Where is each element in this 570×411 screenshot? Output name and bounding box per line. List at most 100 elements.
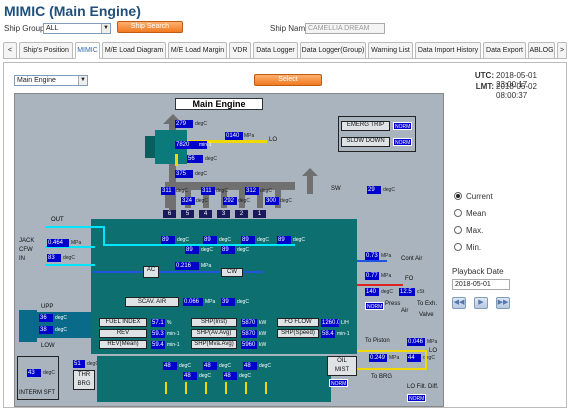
upp-label: UPP: [41, 304, 54, 310]
rev-label: REV: [99, 329, 147, 338]
sw-temp: 29: [367, 186, 381, 194]
radio-label-mean: Mean: [466, 209, 487, 218]
cfw-label: CFW: [19, 247, 33, 253]
tc-rpm: 7820: [175, 141, 207, 149]
lo-filt-status: NORM: [407, 394, 427, 402]
press-air-status: NORM: [365, 302, 385, 310]
tc-inlet-temp: 375: [175, 170, 193, 178]
shp-speed-value: 58.4: [321, 330, 335, 338]
fast-forward-icon[interactable]: ▶▶: [496, 297, 510, 309]
lmt-label: LMT:: [475, 82, 494, 91]
view-select[interactable]: Main Engine▼: [14, 75, 88, 86]
cw-temp-2: 89: [185, 246, 199, 254]
tab-next[interactable]: >: [557, 42, 567, 59]
lo-filt-diff-label: LO Filt. Diff.: [407, 384, 439, 390]
tab-data-import-history[interactable]: Data Import History: [415, 42, 481, 59]
brg-temp-4: 48: [183, 372, 197, 380]
radio-mean[interactable]: [454, 209, 462, 217]
tab-vdr[interactable]: VDR: [229, 42, 251, 59]
brg-temp-3: 48: [243, 362, 257, 370]
exh-temp-4: 311: [201, 187, 215, 195]
oil-mist-status: NORM: [329, 379, 349, 387]
tab-data-logger[interactable]: Data Logger: [253, 42, 298, 59]
cylinder-6: 6: [163, 210, 176, 218]
ship-search-button[interactable]: Ship Search: [117, 21, 183, 33]
lo-label: LO: [269, 137, 278, 143]
rewind-icon[interactable]: ◀◀: [452, 297, 466, 309]
sw-label: SW: [331, 186, 341, 192]
play-icon[interactable]: ▶: [474, 297, 488, 309]
to-exh-valve-label: Valve: [419, 312, 434, 318]
tab-mimic[interactable]: MIMIC: [75, 42, 100, 59]
fuel-index-label: FUEL INDEX: [99, 318, 147, 327]
tab-prev[interactable]: <: [3, 42, 17, 59]
shp-mva-value: 5960: [241, 341, 257, 349]
utc-label: UTC:: [474, 71, 494, 80]
tc-lo-press: 0140: [225, 132, 243, 140]
tab-warning-list[interactable]: Warning List: [368, 42, 413, 59]
cylinder-1: 1: [253, 210, 266, 218]
tab-me-load-margin[interactable]: M/E Load Margin: [168, 42, 227, 59]
brg-lo-press: 0.249: [369, 354, 387, 362]
ship-group-select[interactable]: ALL▼: [43, 23, 111, 34]
fo-label: FO: [405, 276, 414, 282]
air-cooler: AC: [143, 266, 159, 278]
tab-ships-position[interactable]: Ship's Position: [19, 42, 73, 59]
tab-ablog[interactable]: ABLOG: [528, 42, 555, 59]
tc-exh-temp: 279: [175, 120, 193, 128]
interm-sft-label: INTERM SFT: [19, 390, 55, 396]
jack-cfw-press: 0.464: [47, 239, 69, 247]
radio-max[interactable]: [454, 226, 462, 234]
lo-temp: 44: [407, 354, 421, 362]
ship-group-label: Ship Group: [4, 24, 45, 33]
upp-temp: 36: [39, 314, 53, 322]
radio-min[interactable]: [454, 243, 462, 251]
radio-label-min: Min.: [466, 243, 482, 252]
select-button[interactable]: Select: [254, 74, 322, 86]
jack-cfw-temp: 83: [47, 254, 61, 262]
slow-down-label: SLOW DOWN: [341, 137, 390, 147]
emerg-trip-label: EMERG TRIP: [341, 121, 390, 131]
lmt-value: 2018-05-02 08:00:37: [496, 82, 537, 100]
cw-temp-5: 89: [203, 236, 217, 244]
emerg-trip-status: NORM: [393, 122, 413, 130]
exh-temp-6: 311: [161, 187, 175, 195]
shp-mva-label: SHP(Mva.Avg): [191, 340, 237, 349]
brg-temp-1: 48: [163, 362, 177, 370]
exh-temp-1: 300: [265, 197, 279, 205]
cylinder-2: 2: [235, 210, 248, 218]
tab-me-load-diagram[interactable]: M/E Load Diagram: [102, 42, 166, 59]
fuel-index-value: 57.1: [151, 319, 165, 327]
radio-label-current: Current: [466, 192, 493, 201]
brg-temp-2: 48: [203, 362, 217, 370]
fo-press: 0.77: [365, 272, 379, 280]
playback-date-input[interactable]: 2018-05-01: [452, 279, 510, 290]
low-label: LOW: [41, 343, 55, 349]
cylinder-4: 4: [199, 210, 212, 218]
cw-temp-3: 89: [277, 236, 291, 244]
radio-current[interactable]: [454, 192, 462, 200]
cw-temp-6: 89: [161, 236, 175, 244]
slow-down-status: NORM: [393, 138, 413, 146]
shp-speed-label: SHP(Speed): [277, 329, 319, 338]
interm-shaft: [17, 356, 59, 400]
tab-data-export[interactable]: Data Export: [483, 42, 526, 59]
scav-air-label: SCAV. AIR: [125, 297, 179, 307]
utc-value: 2018-05-01 23:00:17: [496, 71, 537, 89]
cw-temp-1: 89: [221, 246, 235, 254]
cont-air-press: 0.73: [365, 252, 379, 260]
thr-brg-temp: 51: [73, 360, 85, 368]
ac-press: 0.216: [175, 262, 199, 270]
propeller: [19, 310, 37, 342]
exh-temp-2: 312: [245, 187, 259, 195]
tab-bar: < Ship's Position MIMIC M/E Load Diagram…: [3, 42, 567, 59]
ship-name-label: Ship Name: [270, 24, 310, 33]
exh-temp-5: 324: [181, 197, 195, 205]
tab-data-logger-group[interactable]: Data Logger(Group): [300, 42, 366, 59]
cont-air-label: Cont Air: [401, 256, 423, 262]
ship-name-field[interactable]: CAMELLIA DREAM: [305, 23, 385, 34]
exh-temp-3: 292: [223, 197, 237, 205]
piston-cool-press: 0.046: [407, 338, 425, 346]
chevron-down-icon: ▼: [78, 76, 87, 85]
